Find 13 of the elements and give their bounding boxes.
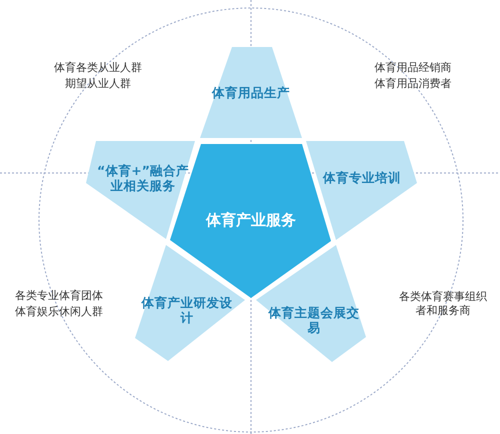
segment-title: 体育主题会展交易 (267, 304, 360, 336)
audience-label: 体育用品消费者 (374, 77, 452, 92)
segment-title: 体育用品生产 (210, 85, 291, 101)
audience-label: 体育娱乐休闲人群 (14, 305, 104, 320)
audience-label: 体育各类从业人群 (53, 61, 143, 76)
segment-title: 体育产业服务 (204, 210, 297, 230)
audience-label: 期望从业人群 (64, 77, 132, 92)
audience-label: 各类体育赛事组织者和服务商 (398, 290, 488, 319)
segment-title: 体育产业研发设计 (140, 294, 234, 326)
segment-title: “体育+”融合产业相关服务 (96, 162, 190, 194)
audience-label: 各类专业体育团体 (14, 289, 104, 304)
segment-title: 体育专业培训 (322, 170, 402, 186)
audience-label: 体育用品经销商 (374, 61, 452, 76)
